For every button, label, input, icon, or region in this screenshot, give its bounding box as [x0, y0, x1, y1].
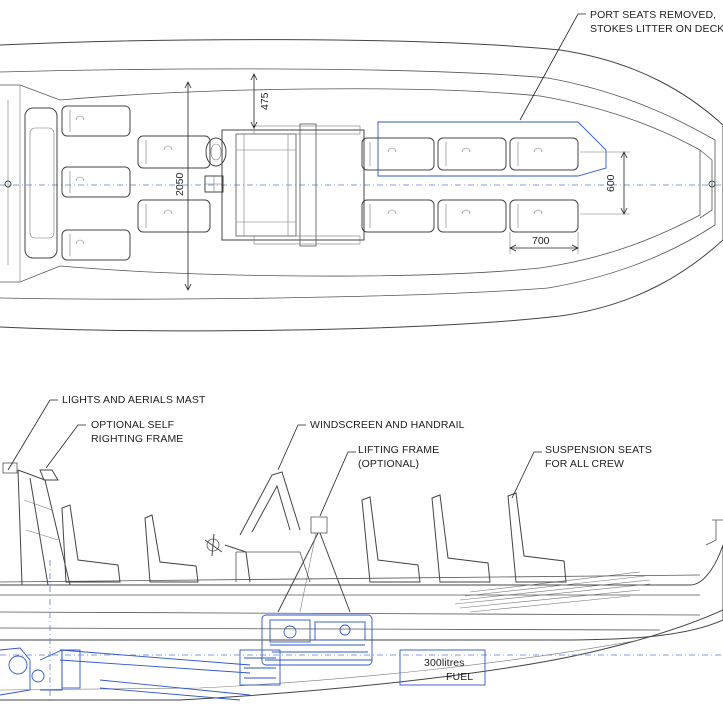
seat-pitch-dimension: 700	[532, 235, 550, 247]
stern-pod	[24, 107, 58, 259]
plan-deck-outline	[0, 84, 701, 283]
tube-strakes	[454, 571, 651, 613]
windscreen-handrail	[239, 471, 301, 536]
side-hull-keel	[0, 609, 723, 701]
drive-train	[0, 647, 723, 701]
side-seats	[61, 492, 567, 583]
fuel-label-line2: FUEL	[446, 671, 473, 683]
self-righting-frame	[39, 469, 59, 481]
side-helm	[204, 533, 251, 583]
lifting-frame	[277, 516, 351, 613]
seats-label-line2: FOR ALL CREW	[545, 458, 624, 470]
engine	[239, 614, 373, 686]
seat-spacing-dimension: 475	[259, 92, 271, 110]
frame-label-line1: OPTIONAL SELF	[91, 419, 174, 431]
fuel-tank	[399, 649, 486, 686]
side-view: 300litres FUEL LIGHTS AND AERIALS MAST O…	[0, 394, 723, 701]
beam-dimension: 2050	[174, 172, 186, 196]
stern-seats	[61, 105, 131, 261]
side-tube	[0, 544, 723, 641]
port-seats-note-line2: STOKES LITTER ON DECK	[590, 23, 723, 35]
seats-label-line1: SUSPENSION SEATS	[545, 444, 652, 456]
mid-seats	[137, 135, 211, 233]
plan-tube-outer	[0, 39, 723, 332]
lifting-label-line2: (OPTIONAL)	[358, 458, 419, 470]
plan-view: 2050 475 600 700 PORT SEATS REMOVED, STO…	[0, 9, 723, 332]
lights-aerials-mast	[2, 462, 71, 586]
console	[221, 123, 365, 247]
mast-label: LIGHTS AND AERIALS MAST	[62, 394, 206, 406]
forward-seats	[361, 137, 579, 233]
frame-label-line2: RIGHTING FRAME	[91, 433, 183, 445]
stokes-litter-outline	[377, 121, 607, 177]
seat-width-dimension: 600	[605, 174, 617, 192]
lifting-label-line1: LIFTING FRAME	[358, 444, 439, 456]
port-seats-note-line1: PORT SEATS REMOVED,	[590, 9, 716, 21]
windscreen-label: WINDSCREEN AND HANDRAIL	[310, 419, 465, 431]
helm-wheel	[205, 137, 227, 167]
fuel-label-line1: 300litres	[424, 657, 465, 669]
